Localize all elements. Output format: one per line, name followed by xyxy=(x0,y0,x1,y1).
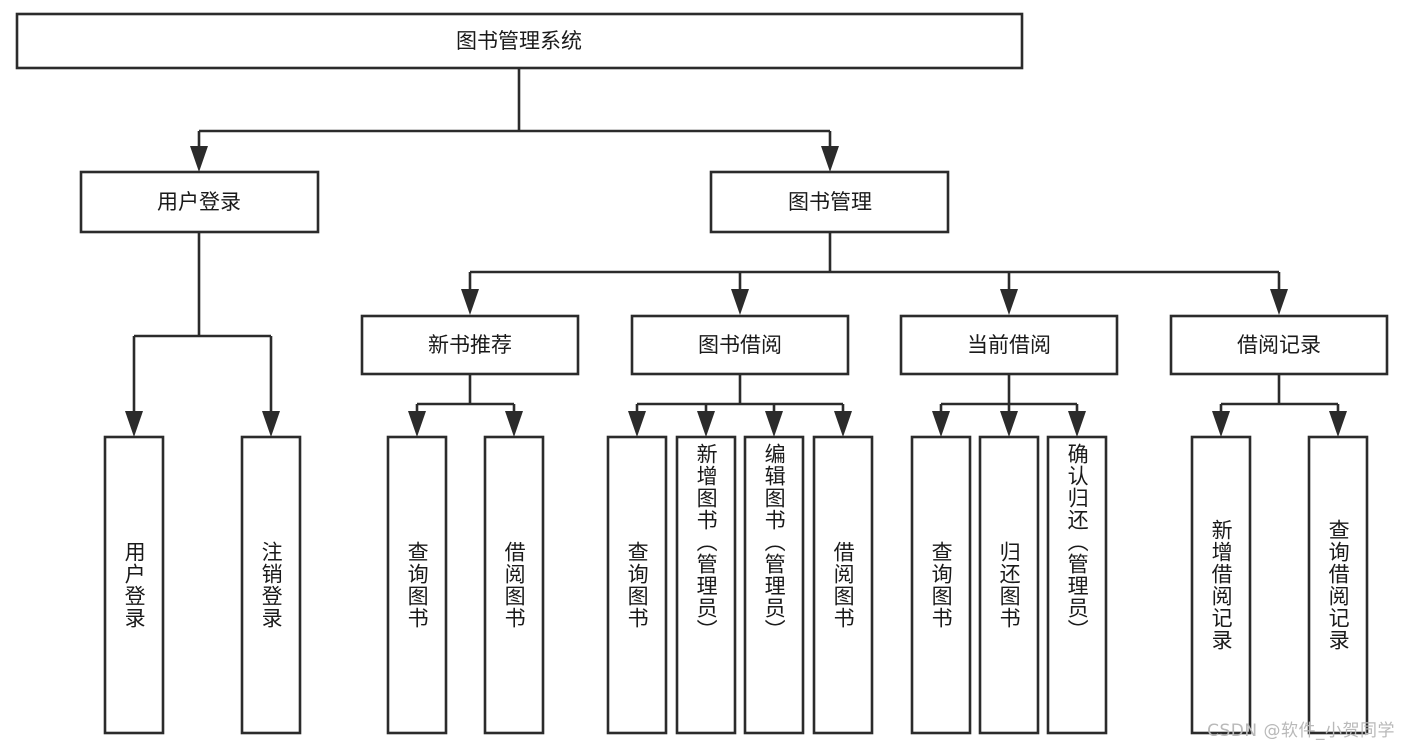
leaf-node-query-book-recommend[interactable] xyxy=(386,435,448,735)
node-user-login[interactable]: 用户登录 xyxy=(79,170,320,234)
connector-currentborrow-to-leaves xyxy=(932,374,1086,437)
leaf-node-query-borrow-record[interactable] xyxy=(1307,435,1369,735)
leaf-node-add-borrow-record[interactable] xyxy=(1190,435,1252,735)
leaf-node-edit-book-admin[interactable] xyxy=(743,435,805,735)
leaf-node-confirm-return-admin[interactable] xyxy=(1046,435,1108,735)
node-borrow-record[interactable]: 借阅记录 xyxy=(1169,314,1389,376)
node-book-borrow[interactable]: 图书借阅 xyxy=(630,314,850,376)
node-current-borrow-label: 当前借阅 xyxy=(967,333,1051,357)
leaf-node-user-logout[interactable] xyxy=(240,435,302,735)
node-root-book-management-system[interactable]: 图书管理系统 xyxy=(15,12,1024,70)
connector-userlogin-to-leaves xyxy=(125,232,280,437)
node-borrow-record-label: 借阅记录 xyxy=(1237,333,1321,357)
connector-newbook-to-leaves xyxy=(408,374,523,437)
node-current-borrow[interactable]: 当前借阅 xyxy=(899,314,1119,376)
node-book-management[interactable]: 图书管理 xyxy=(709,170,950,234)
leaf-node-user-login-action[interactable] xyxy=(103,435,165,735)
node-new-book-recommend[interactable]: 新书推荐 xyxy=(360,314,580,376)
leaf-node-add-book-admin[interactable] xyxy=(675,435,737,735)
node-user-login-label: 用户登录 xyxy=(157,190,241,214)
connector-borrowrecord-to-leaves xyxy=(1212,374,1347,437)
connector-root-to-level2 xyxy=(190,68,839,172)
node-book-borrow-label: 图书借阅 xyxy=(698,333,782,357)
node-book-management-label: 图书管理 xyxy=(788,190,872,214)
watermark: CSDN @软件_小贺同学 xyxy=(1207,721,1395,741)
node-root-label: 图书管理系统 xyxy=(456,29,582,53)
leaf-node-query-book-current[interactable] xyxy=(910,435,972,735)
leaf-node-borrow-book-action[interactable] xyxy=(812,435,874,735)
leaf-node-borrow-book-recommend[interactable] xyxy=(483,435,545,735)
leaf-node-return-book[interactable] xyxy=(978,435,1040,735)
leaf-node-query-book-borrow[interactable] xyxy=(606,435,668,735)
connector-bookmgmt-to-level3 xyxy=(461,232,1288,315)
connector-bookborrow-to-leaves xyxy=(628,374,852,437)
node-new-book-recommend-label: 新书推荐 xyxy=(428,333,512,357)
